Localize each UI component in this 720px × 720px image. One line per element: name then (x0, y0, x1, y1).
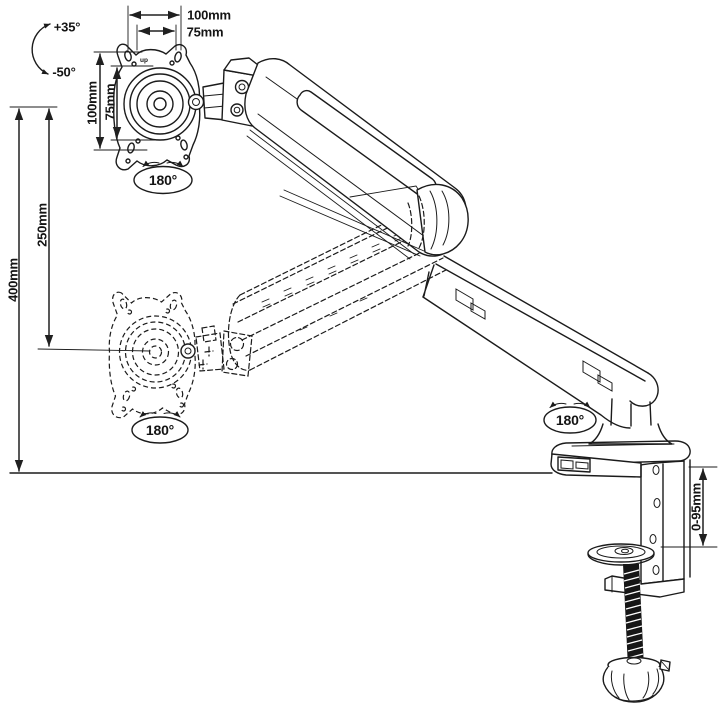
rotation-ellipse-head (133, 165, 193, 195)
label-vesa-height-inner: 75mm (102, 83, 118, 121)
label-vesa-width-outer: 100mm (187, 7, 231, 23)
base-neck (588, 398, 673, 445)
dimension-lines (9, 5, 718, 548)
label-tilt-up: +35° (53, 19, 81, 35)
label-clamp-range: 0-95mm (688, 483, 704, 531)
label-rotation-head: 180° (148, 172, 178, 188)
label-rotation-base: 180° (555, 412, 585, 428)
lower-arm (422, 255, 673, 445)
clamp-jaw (604, 575, 685, 598)
desk-clamp (587, 459, 691, 703)
rotation-ellipse-base (543, 406, 597, 434)
label-height-400: 400mm (5, 258, 21, 302)
rotation-markers (131, 160, 597, 444)
label-plate-up-marking: up (140, 56, 148, 64)
vesa-plate-front (113, 43, 259, 171)
label-tilt-down: -50° (52, 64, 76, 80)
label-vesa-width-inner: 75mm (186, 24, 224, 40)
desk-base (550, 440, 691, 478)
clamp-knob (602, 656, 671, 703)
clamp-bracket (640, 459, 691, 585)
tilt-arc (31, 23, 51, 75)
label-height-250: 250mm (34, 203, 50, 247)
clamp-screw (623, 564, 644, 668)
rotation-ellipse-head-lowered (131, 416, 189, 444)
elbow-joint (407, 183, 469, 256)
clamp-pad (587, 543, 655, 566)
label-rotation-head-lowered: 180° (145, 422, 175, 438)
label-vesa-height-outer: 100mm (84, 81, 100, 125)
